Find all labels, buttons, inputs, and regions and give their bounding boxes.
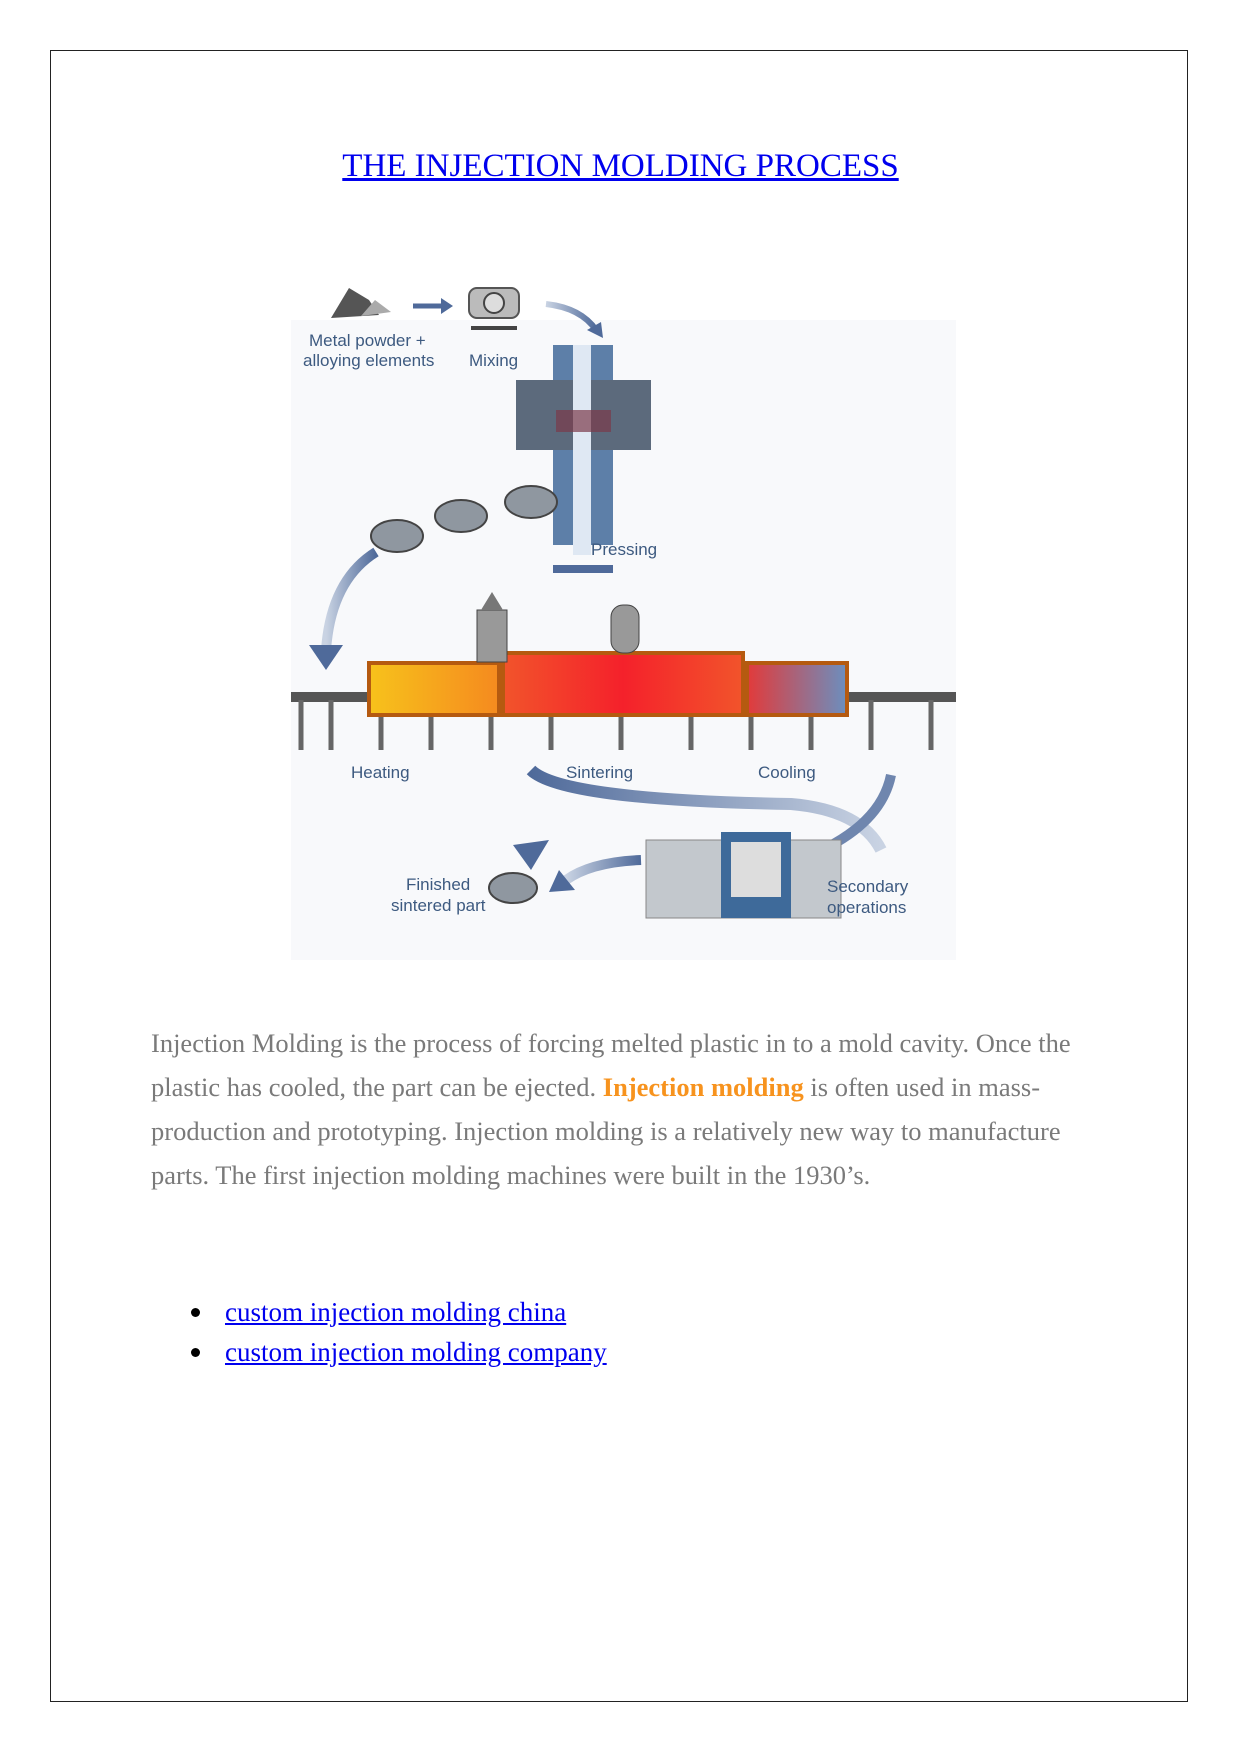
label-heating: Heating bbox=[351, 763, 410, 782]
paragraph-text: Injection Molding is the process of forc… bbox=[151, 1027, 1071, 1102]
label-secondary: Secondary bbox=[827, 877, 909, 896]
sintering-zone bbox=[501, 651, 745, 717]
label-pressing: Pressing bbox=[591, 540, 657, 559]
svg-text:Metal powder +: Metal powder + bbox=[309, 331, 426, 350]
paragraph-text-cont: is often used in mass-production and pro… bbox=[151, 1071, 1061, 1190]
label-metal-powder: Metal powder + bbox=[309, 331, 426, 350]
label-mixing: Mixing bbox=[469, 351, 518, 370]
label-operations: operations bbox=[827, 898, 906, 917]
label-finished: Finished bbox=[406, 875, 470, 894]
cooling-zone bbox=[745, 661, 849, 717]
link-custom-injection-molding-company[interactable]: custom injection molding company bbox=[191, 1332, 607, 1372]
finished-part-icon bbox=[488, 872, 538, 904]
press-icon bbox=[516, 345, 651, 573]
metal-powder-icon bbox=[331, 288, 391, 318]
page-title-link[interactable]: THE INJECTION MOLDING PROCESS bbox=[342, 148, 899, 184]
link-list: custom injection molding china custom in… bbox=[191, 1292, 607, 1372]
label-sintering: Sintering bbox=[566, 763, 633, 782]
highlight-text: Injection molding bbox=[602, 1071, 804, 1102]
page-border bbox=[50, 50, 1188, 1702]
link-custom-injection-molding-china[interactable]: custom injection molding china bbox=[191, 1292, 607, 1332]
heating-zone bbox=[367, 661, 501, 717]
label-cooling: Cooling bbox=[758, 763, 816, 782]
secondary-machine-icon bbox=[645, 832, 842, 919]
label-alloying: alloying elements bbox=[303, 351, 434, 370]
label-sintered-part: sintered part bbox=[391, 896, 486, 915]
body-paragraph: Injection Molding is the process of forc… bbox=[151, 1021, 1111, 1197]
process-diagram: Metal powder + alloying elements Mixing … bbox=[291, 280, 956, 961]
pressed-parts-icon bbox=[370, 485, 558, 553]
mixer-icon bbox=[468, 287, 520, 330]
